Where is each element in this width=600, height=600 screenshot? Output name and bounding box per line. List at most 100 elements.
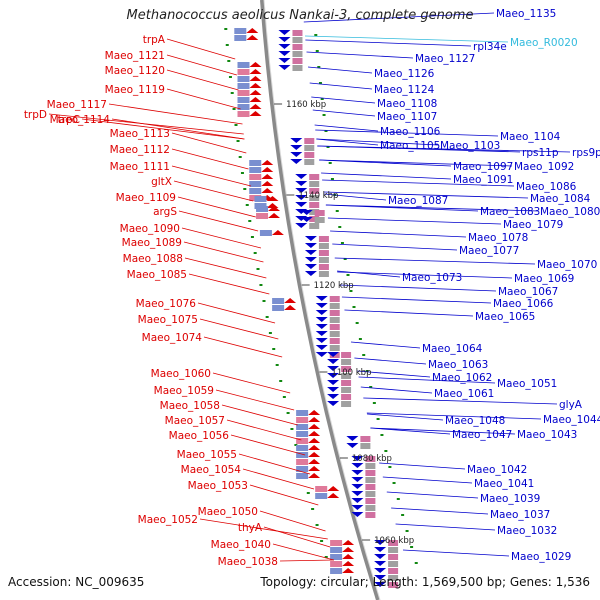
left-gene-label: Maeo_1052 <box>138 514 198 526</box>
left-gene-label: Maeo_1058 <box>160 400 220 412</box>
left-gene-leader <box>111 118 245 140</box>
reverse-gene-arrow <box>249 62 262 67</box>
forward-gene-arrow <box>351 512 364 517</box>
right-gene-label: Maeo_1029 <box>511 551 571 563</box>
left-gene-label: Maeo_1038 <box>218 556 278 568</box>
gc-tick <box>294 444 298 446</box>
gene-block <box>388 547 399 553</box>
right-gene-leader <box>402 549 510 557</box>
gc-tick <box>243 188 247 190</box>
right-gene-label: Maeo_1079 <box>503 219 563 231</box>
forward-gene-arrow <box>351 470 364 475</box>
left-gene-label: Maeo_1055 <box>177 449 237 461</box>
left-gene-label: gltX <box>151 176 172 188</box>
left-gene-leader <box>166 54 237 76</box>
reverse-gene-arrow <box>246 35 259 40</box>
reverse-gene-arrow <box>342 554 355 559</box>
reverse-gene-arrow <box>308 445 321 450</box>
genome-backbone-highlight <box>263 0 381 600</box>
left-gene-label: Maeo_1053 <box>188 480 248 492</box>
forward-gene-arrow <box>290 145 303 150</box>
left-gene-label: argS <box>153 206 177 218</box>
forward-gene-arrow <box>278 44 291 49</box>
forward-gene-arrow <box>315 310 328 315</box>
gene-block <box>365 491 376 497</box>
right-gene-leader <box>379 462 466 470</box>
right-gene-leader <box>305 39 472 47</box>
left-gene-leader <box>249 484 319 506</box>
right-gene-label: Maeo_1135 <box>496 8 556 20</box>
gc-tick <box>369 386 373 388</box>
right-gene-label: Maeo_1061 <box>434 388 494 400</box>
reverse-gene-arrow <box>308 473 321 478</box>
right-gene-leader <box>317 145 571 153</box>
reverse-gene-arrow <box>266 196 279 201</box>
right-gene-leader <box>339 284 497 292</box>
right-gene-leader <box>319 159 513 167</box>
left-gene-label: Maeo_1059 <box>154 385 214 397</box>
gene-block <box>388 568 399 574</box>
gene-block <box>314 217 325 223</box>
gc-tick <box>245 204 249 206</box>
reverse-gene-arrow <box>261 160 274 165</box>
left-gene-label: Maeo_1117 <box>47 99 107 111</box>
gene-block <box>296 410 309 416</box>
left-gene-leader <box>173 180 254 202</box>
right-gene-label: Maeo_1032 <box>497 525 557 537</box>
gene-block <box>237 90 250 96</box>
reverse-gene-arrow <box>308 417 321 422</box>
forward-gene-arrow <box>304 271 317 276</box>
right-gene-label: rps9p <box>572 147 600 159</box>
right-gene-leader <box>311 96 376 104</box>
forward-gene-arrow <box>295 181 308 186</box>
gene-block <box>296 459 309 465</box>
left-gene-leader <box>199 318 279 340</box>
right-gene-leader <box>370 427 451 435</box>
forward-gene-arrow <box>278 37 291 42</box>
right-gene-leader <box>303 12 495 23</box>
forward-gene-arrow <box>327 387 340 392</box>
gc-tick <box>224 28 228 30</box>
reverse-gene-arrow <box>284 298 297 303</box>
gene-block <box>292 44 303 50</box>
gc-tick <box>234 124 238 126</box>
gc-tick <box>320 98 324 100</box>
gc-tick <box>401 514 405 516</box>
left-gene-leader <box>178 210 259 232</box>
gene-block <box>365 463 376 469</box>
right-gene-label: rps11p <box>522 147 559 159</box>
reverse-gene-arrow <box>246 28 259 33</box>
forward-gene-arrow <box>295 223 308 228</box>
left-gene-label: Maeo_1088 <box>123 253 183 265</box>
gene-block <box>237 83 250 89</box>
forward-gene-arrow <box>295 188 308 193</box>
right-gene-leader <box>358 376 496 384</box>
gene-block <box>309 195 320 201</box>
gene-block <box>292 51 303 57</box>
left-gene-label: Maeo_1040 <box>211 539 271 551</box>
left-gene-leader <box>183 241 264 263</box>
gc-tick <box>330 178 334 180</box>
left-gene-leader <box>259 510 326 532</box>
forward-gene-arrow <box>315 303 328 308</box>
reverse-gene-arrow <box>308 459 321 464</box>
gene-block <box>249 181 262 187</box>
right-gene-leader <box>382 476 473 484</box>
gene-block <box>237 104 250 110</box>
gene-block <box>272 305 285 311</box>
gc-tick <box>410 546 414 548</box>
gc-tick <box>248 220 252 222</box>
gc-tick <box>376 418 380 420</box>
right-gene-label: Maeo_1048 <box>445 415 505 427</box>
reverse-gene-arrow <box>308 410 321 415</box>
left-gene-leader <box>188 273 270 295</box>
gc-tick <box>335 210 339 212</box>
right-gene-leader <box>306 51 414 59</box>
gc-tick <box>326 146 330 148</box>
right-gene-label: Maeo_1083 <box>480 206 540 218</box>
right-gene-label: Maeo_1069 <box>514 273 574 285</box>
right-gene-leader <box>314 124 379 132</box>
right-gene-leader <box>309 82 373 90</box>
left-gene-label: Maeo_1050 <box>198 506 258 518</box>
scale-label: 1140 kbp <box>298 191 338 201</box>
